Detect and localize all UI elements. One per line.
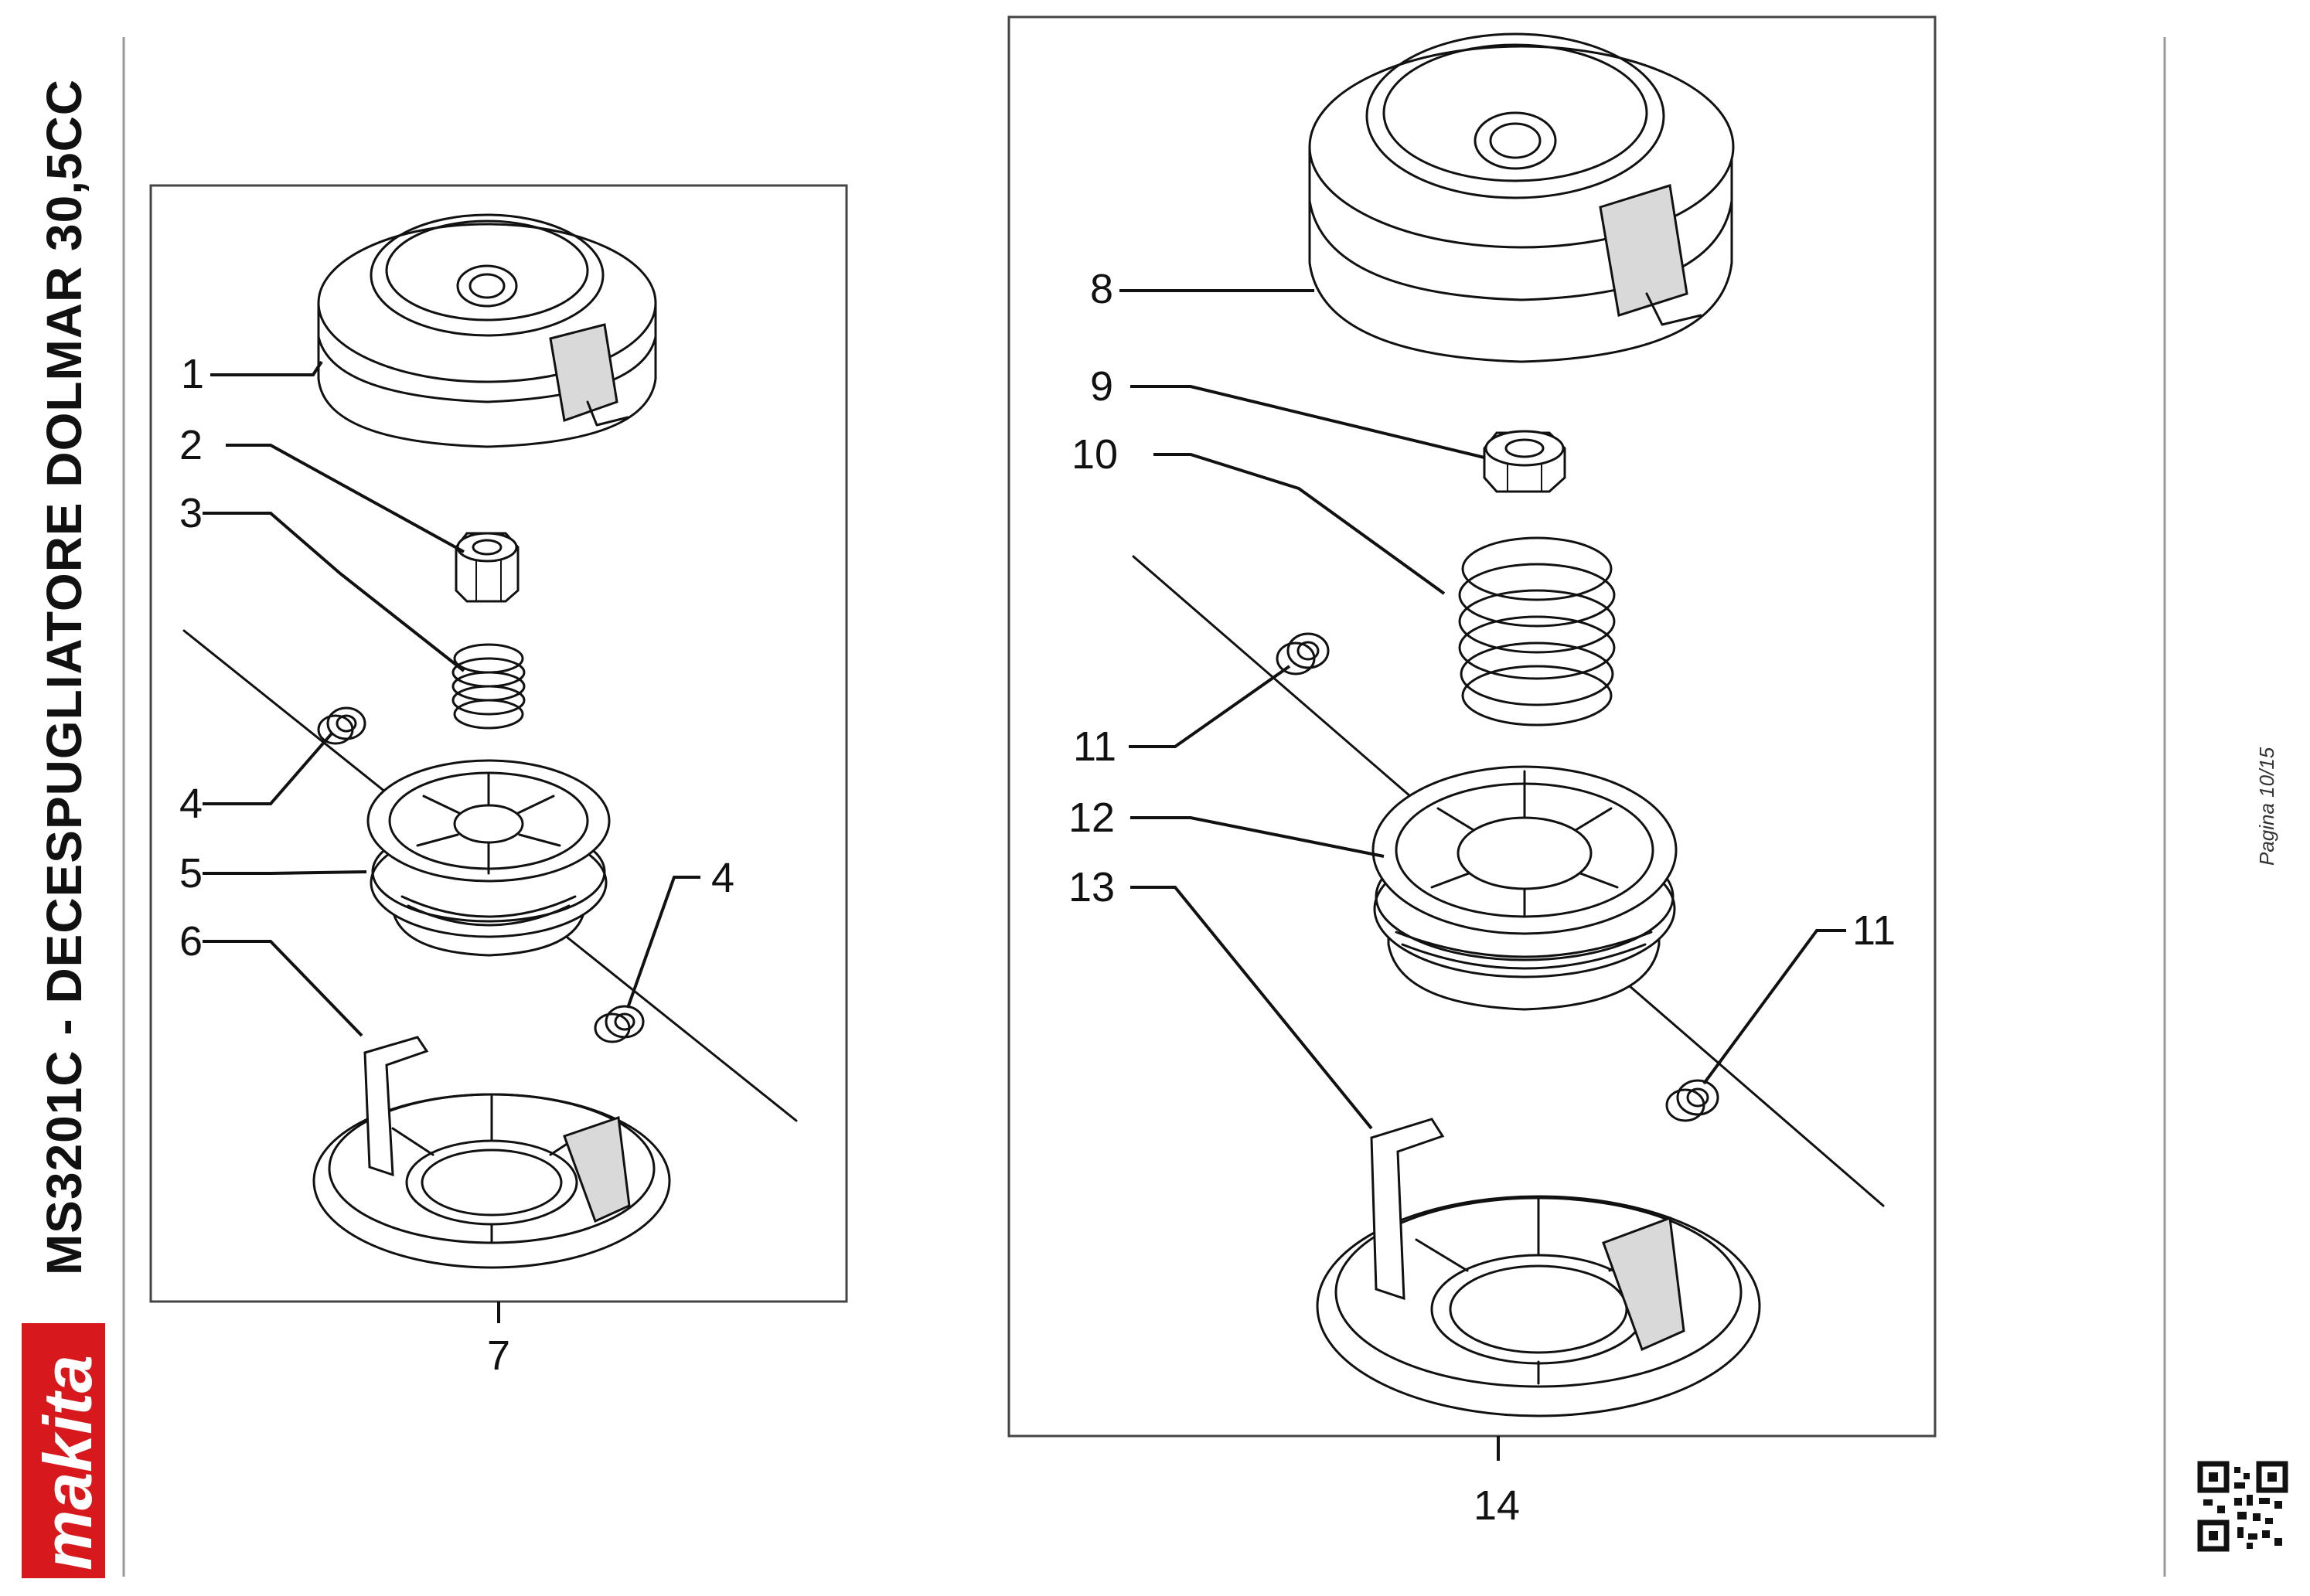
group-label-left: 7 — [487, 1332, 510, 1379]
part-cover-left — [317, 213, 657, 448]
callout-9: 9 — [1090, 363, 1113, 410]
callout-6: 6 — [179, 918, 203, 965]
callout-10: 10 — [1072, 431, 1118, 478]
callout-11-top: 11 — [1073, 723, 1116, 770]
callout-4-bottom: 4 — [711, 855, 734, 901]
part-eyelet-left-top — [317, 706, 366, 745]
part-eyelet-right-bottom — [1665, 1079, 1719, 1122]
part-cover-right — [1308, 32, 1735, 363]
makita-logo: makita — [22, 1323, 106, 1578]
qr-code-icon — [2197, 1461, 2288, 1552]
leaders-right — [1119, 289, 1846, 1130]
callout-11-bottom: 11 — [1852, 907, 1896, 954]
callout-4-top: 4 — [179, 781, 203, 827]
callout-2: 2 — [179, 422, 203, 468]
part-eyelet-right-top — [1276, 632, 1330, 675]
callout-5: 5 — [179, 850, 203, 897]
callout-12: 12 — [1068, 795, 1115, 841]
group-label-right: 14 — [1474, 1482, 1520, 1529]
part-nut-right — [1483, 430, 1566, 493]
part-spool-right — [1371, 765, 1678, 1011]
part-base-left — [312, 1036, 671, 1269]
assembly-left: 7 — [149, 184, 848, 1379]
part-spool-left — [366, 759, 611, 957]
part-nut-left — [455, 532, 520, 603]
leaders-left — [203, 360, 700, 1037]
callout-13: 13 — [1068, 864, 1115, 910]
part-base-right — [1316, 1118, 1761, 1417]
assembly-right-frame — [1007, 15, 1937, 1438]
part-spring-left — [451, 643, 526, 730]
callout-3: 3 — [179, 490, 203, 536]
part-spring-right — [1458, 536, 1616, 727]
part-eyelet-left-bottom — [594, 1005, 645, 1043]
callout-1: 1 — [181, 351, 204, 397]
assembly-right: 14 — [1007, 15, 1937, 1529]
callout-8: 8 — [1090, 266, 1113, 312]
brand-name: makita — [29, 1355, 106, 1570]
